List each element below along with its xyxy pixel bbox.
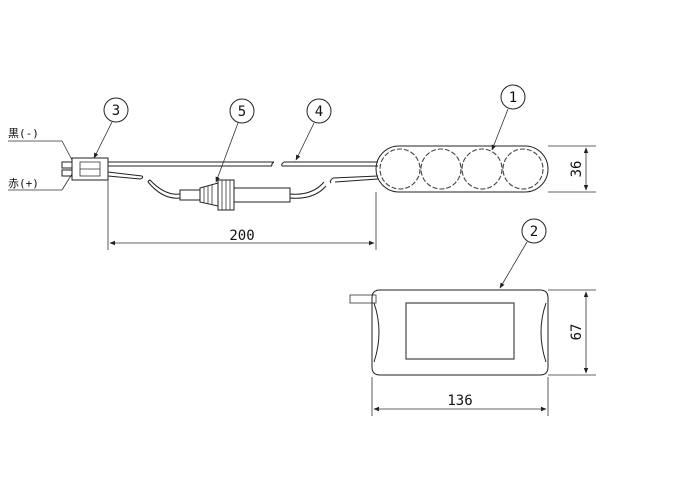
callout-2: 2 [499, 218, 547, 289]
label-window [405, 302, 515, 360]
pack-height-value: 36 [569, 161, 585, 178]
cell [502, 148, 544, 190]
callout-3: 3 [93, 97, 129, 159]
cell [461, 148, 503, 190]
callout-4: 4 [295, 98, 332, 161]
wrapped-battery-pack [349, 289, 549, 376]
callout-2-number: 2 [530, 224, 538, 240]
red-wire-label: 赤(+) [8, 177, 39, 190]
black-wire-label: 黒(-) [8, 127, 39, 140]
black-lead-wire [108, 161, 378, 167]
wrapped-width-value: 136 [447, 393, 472, 409]
callout-1: 1 [491, 84, 526, 151]
dimension-wrapped-height: 67 [548, 289, 596, 376]
dimension-pack-height: 36 [548, 145, 596, 193]
callout-4-number: 4 [315, 104, 323, 120]
callout-3-number: 3 [112, 103, 120, 119]
cell [420, 148, 462, 190]
callout-5: 5 [215, 98, 255, 183]
battery-pack-top-view [375, 145, 549, 193]
dimension-wrapped-width: 136 [371, 377, 549, 416]
callout-5-number: 5 [238, 104, 246, 120]
fuse-holder [179, 179, 291, 211]
lead-length-value: 200 [229, 228, 254, 244]
connector [61, 157, 109, 181]
black-wire-leader [61, 140, 73, 161]
wrapped-height-value: 67 [569, 324, 585, 341]
dimension-lead-length: 200 [107, 180, 377, 250]
cell [379, 148, 421, 190]
callout-1-number: 1 [509, 90, 517, 106]
red-lead-wire [107, 171, 379, 199]
red-wire-leader [61, 173, 73, 191]
